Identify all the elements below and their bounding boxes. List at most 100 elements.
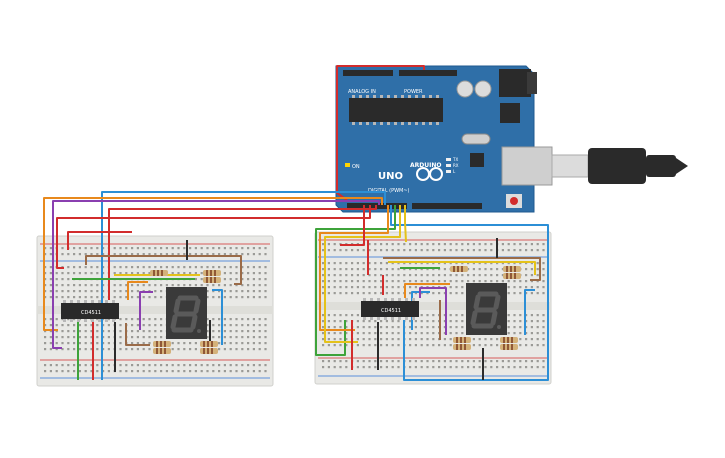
breadboard-hole [61,253,64,256]
breadboard-hole [542,366,545,369]
breadboard-hole [264,278,267,281]
breadboard-hole [131,370,134,373]
breadboard-hole [438,262,441,265]
breadboard-hole [391,326,394,329]
chip-pin [63,300,66,303]
right-seven-segment-display[interactable] [466,283,507,335]
breadboard-hole [206,318,209,321]
breadboard-hole [171,364,174,367]
breadboard-hole [102,324,105,327]
right-breadboard[interactable] [314,231,552,385]
breadboard-hole [119,290,122,293]
usb-cable[interactable] [551,148,688,184]
breadboard-hole [142,336,145,339]
breadboard-hole [206,247,209,250]
breadboard-hole [426,344,429,347]
breadboard-hole [96,348,99,351]
breadboard-hole [519,262,522,265]
left-resistors[interactable] [150,270,221,354]
breadboard-hole [455,314,458,317]
chip-pin [359,95,362,98]
breadboard-hole [264,284,267,287]
breadboard-hole [536,286,539,289]
breadboard-hole [119,253,122,256]
breadboard-hole [102,247,105,250]
breadboard-hole [327,262,330,265]
breadboard-hole [113,253,116,256]
breadboard-hole [490,262,493,265]
breadboard-hole [478,366,481,369]
right-cd4511-chip[interactable]: CD4511 [361,298,419,320]
breadboard-hole [333,286,336,289]
breadboard-hole [136,330,139,333]
breadboard-hole [530,366,533,369]
breadboard-hole [536,320,539,323]
breadboard-hole [55,364,58,367]
breadboard-hole [455,360,458,363]
breadboard-hole [247,330,250,333]
breadboard-hole [148,364,151,367]
breadboard-hole [339,320,342,323]
breadboard-hole [519,338,522,341]
digital-header-high[interactable] [412,203,482,209]
breadboard-hole [131,348,134,351]
breadboard-hole [414,274,417,277]
breadboard-hole [409,280,412,283]
usb-chip [470,153,484,167]
left-cd4511-chip[interactable]: CD4511 [61,300,119,322]
left-seven-segment-display[interactable] [166,287,207,339]
chip-pin [391,298,394,301]
breadboard-hole [183,342,186,345]
breadboard-hole [461,360,464,363]
breadboard-hole [345,360,348,363]
breadboard-hole [223,253,226,256]
breadboard-hole [142,330,145,333]
chip-pin [408,122,411,125]
on-label: ON [352,164,360,170]
chip-pin [398,317,401,320]
breadboard-hole [490,344,493,347]
wires[interactable] [43,65,549,381]
breadboard-hole [542,338,545,341]
breadboard-hole [131,272,134,275]
breadboard-hole [438,292,441,295]
breadboard-hole [362,338,365,341]
breadboard-hole [362,249,365,252]
right-resistors[interactable] [450,266,521,350]
breadboard-hole [507,326,510,329]
breadboard-hole [194,342,197,345]
breadboard-hole [327,320,330,323]
breadboard-hole [490,249,493,252]
breadboard-hole [90,290,93,293]
breadboard-hole [177,364,180,367]
breadboard-hole [200,278,203,281]
breadboard-hole [67,364,70,367]
breadboard-hole [420,326,423,329]
usb-port[interactable] [501,146,553,186]
breadboard-hole [200,284,203,287]
breadboard-hole [397,360,400,363]
breadboard-hole [356,249,359,252]
breadboard-hole [136,336,139,339]
breadboard-hole [235,330,238,333]
breadboard-hole [44,253,47,256]
breadboard-hole [426,280,429,283]
breadboard-hole [194,266,197,269]
power-header[interactable] [399,70,457,76]
breadboard-hole [258,348,261,351]
breadboard-hole [67,266,70,269]
chip-pin [70,300,73,303]
arduino-uno-board[interactable]: ANALOG IN POWER ON TX RX L ARDUINO UNO D… [335,65,553,213]
breadboard-hole [397,338,400,341]
analog-header[interactable] [343,70,393,76]
breadboard-hole [542,314,545,317]
breadboard-hole [113,296,116,299]
breadboard-hole [409,286,412,289]
breadboard-hole [327,243,330,246]
breadboard-hole [455,366,458,369]
breadboard-hole [414,332,417,335]
breadboard-hole [467,243,470,246]
chip-pin [91,319,94,322]
breadboard-hole [264,253,267,256]
breadboard-hole [125,253,128,256]
